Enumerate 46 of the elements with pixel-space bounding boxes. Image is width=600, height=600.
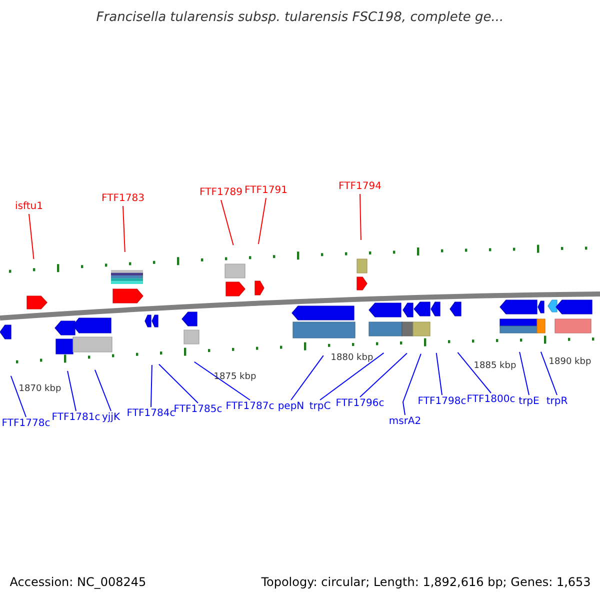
leader-line: [194, 361, 250, 400]
gene-label: FTF1781c: [52, 412, 100, 424]
gene-label: FTF1778c: [2, 418, 50, 430]
gene-label: FTF1785c: [174, 404, 222, 416]
gene-label: trpE: [518, 396, 540, 408]
title: Francisella tularensis subsp. tularensis FSC198, complete ge...: [95, 10, 505, 25]
leader-line: [320, 352, 384, 400]
leader-line: [10, 375, 26, 418]
leader-line: [258, 198, 266, 245]
leader-line: [122, 206, 126, 252]
gene-label: FTF1787c: [226, 401, 274, 413]
scale-label: 1875 kbp: [214, 372, 256, 382]
leader-line: [28, 214, 34, 260]
gene-label: msrA2: [388, 416, 422, 428]
scale-label: 1880 kbp: [330, 353, 374, 363]
gene-label: FTF1798c: [418, 396, 466, 408]
leader-line: [402, 353, 422, 416]
footer-text: Accession: NC_008245: [10, 575, 146, 589]
gene-label: FTF1783: [102, 193, 144, 205]
leader-line: [290, 355, 324, 400]
gene-label: pepN: [278, 401, 304, 413]
leader-line: [436, 352, 442, 396]
leader-line: [67, 370, 76, 412]
gene-label: FTF1791: [244, 185, 288, 197]
gene-label: trpR: [546, 396, 568, 408]
gene-label: isftu1: [15, 201, 43, 213]
gene-label: FTF1800c: [466, 394, 516, 406]
gene-label: FTF1789: [200, 187, 242, 199]
footer-text: Topology: circular; Length: 1,892,616 bp; Genes: 1,653: [261, 575, 591, 589]
scale-label: 1890 kbp: [548, 357, 592, 367]
leader-line: [519, 351, 530, 396]
gene-label: FTF1784c: [126, 408, 176, 420]
gene-label: FTF1794: [338, 181, 382, 193]
gene-label: FTF1796c: [336, 398, 384, 410]
leader-line: [220, 200, 234, 246]
gene-label: trpC: [309, 401, 331, 413]
leader-line: [94, 369, 112, 412]
leader-line: [360, 194, 362, 240]
leader-line: [540, 351, 558, 396]
leader-line: [150, 364, 152, 408]
gene-label: yjjK: [102, 412, 120, 424]
leader-line: [457, 352, 492, 394]
leader-line: [158, 364, 198, 404]
scale-label: 1870 kbp: [18, 384, 62, 394]
leader-line: [360, 352, 408, 398]
scale-label: 1885 kbp: [474, 361, 516, 371]
